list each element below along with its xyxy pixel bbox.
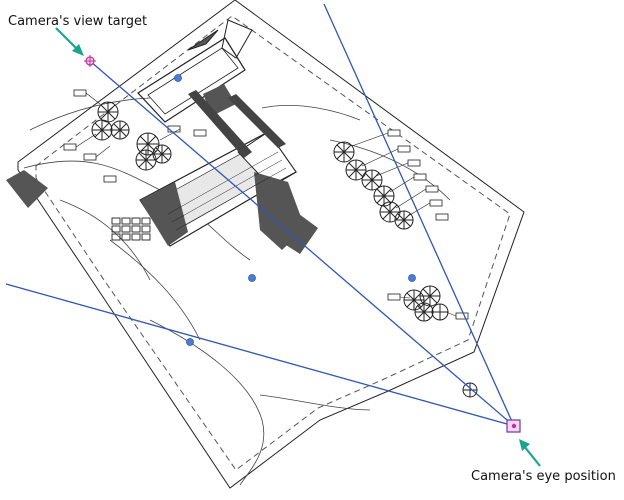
arrow-icon <box>55 27 84 56</box>
tree-symbol <box>97 101 119 123</box>
tree-symbol <box>379 201 401 223</box>
main-building <box>139 90 305 250</box>
tree-symbols <box>91 101 478 398</box>
tree-symbol <box>361 169 383 191</box>
site-boundary <box>17 0 525 489</box>
camera-eye-icon <box>506 419 521 433</box>
tree-symbol <box>333 141 355 163</box>
tree-symbol <box>136 132 160 156</box>
view-direction-line <box>89 60 515 427</box>
site-markers <box>174 74 416 346</box>
tree-symbol <box>345 159 367 181</box>
view-target-label: Camera's view target <box>8 14 148 29</box>
tree-symbol <box>462 382 478 398</box>
tree-symbol <box>91 119 113 141</box>
tag-boxes <box>63 89 469 320</box>
tree-symbol <box>403 289 425 311</box>
tree-symbol <box>414 302 434 322</box>
tree-symbol <box>394 210 414 230</box>
pool-structure <box>137 19 253 123</box>
frustum-right-line <box>323 3 515 427</box>
frustum-left-line <box>5 283 515 427</box>
camera-view-lines <box>5 3 515 427</box>
tree-symbol <box>373 185 395 207</box>
eye-position-label: Camera's eye position <box>471 469 616 484</box>
tree-symbol <box>110 120 130 140</box>
tree-symbol <box>152 144 172 164</box>
crosshair-target-icon <box>84 55 96 67</box>
parking-grid <box>111 217 151 241</box>
tree-symbol <box>431 303 449 321</box>
arrow-icon <box>519 439 541 467</box>
